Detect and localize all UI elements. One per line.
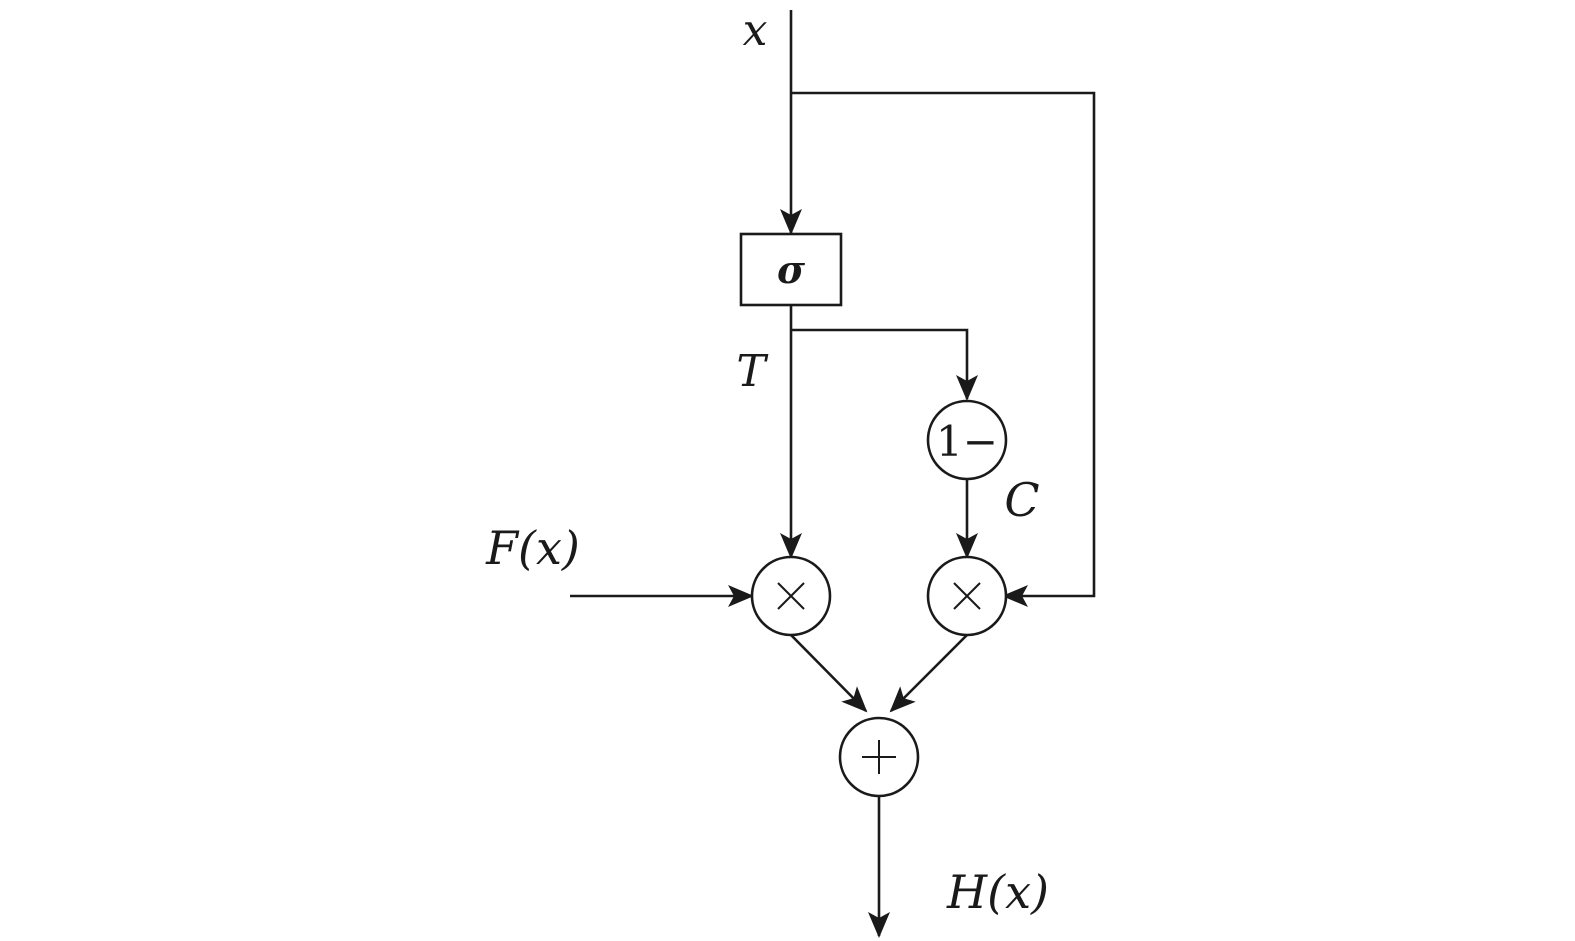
sum-node	[838, 716, 920, 798]
carry-skip-wire	[791, 91, 1096, 607]
input-label: x	[743, 5, 768, 56]
right-product-wire	[889, 634, 968, 713]
one-minus-branch-wire	[791, 328, 978, 401]
carry-gate-label: C	[1004, 473, 1039, 527]
transform-multiply-node	[750, 555, 832, 637]
one-minus-node: 1−	[926, 399, 1008, 481]
sigma-gate-node: σ	[739, 232, 843, 307]
one-minus-label: 1−	[936, 417, 998, 466]
carry-multiply-node	[926, 555, 1008, 637]
output-label: H(x)	[946, 865, 1049, 919]
sigma-gate-label: σ	[777, 247, 806, 292]
left-product-wire	[790, 634, 868, 713]
transform-gate-label: T	[736, 346, 769, 397]
transform-input-label: F(x)	[485, 521, 580, 575]
